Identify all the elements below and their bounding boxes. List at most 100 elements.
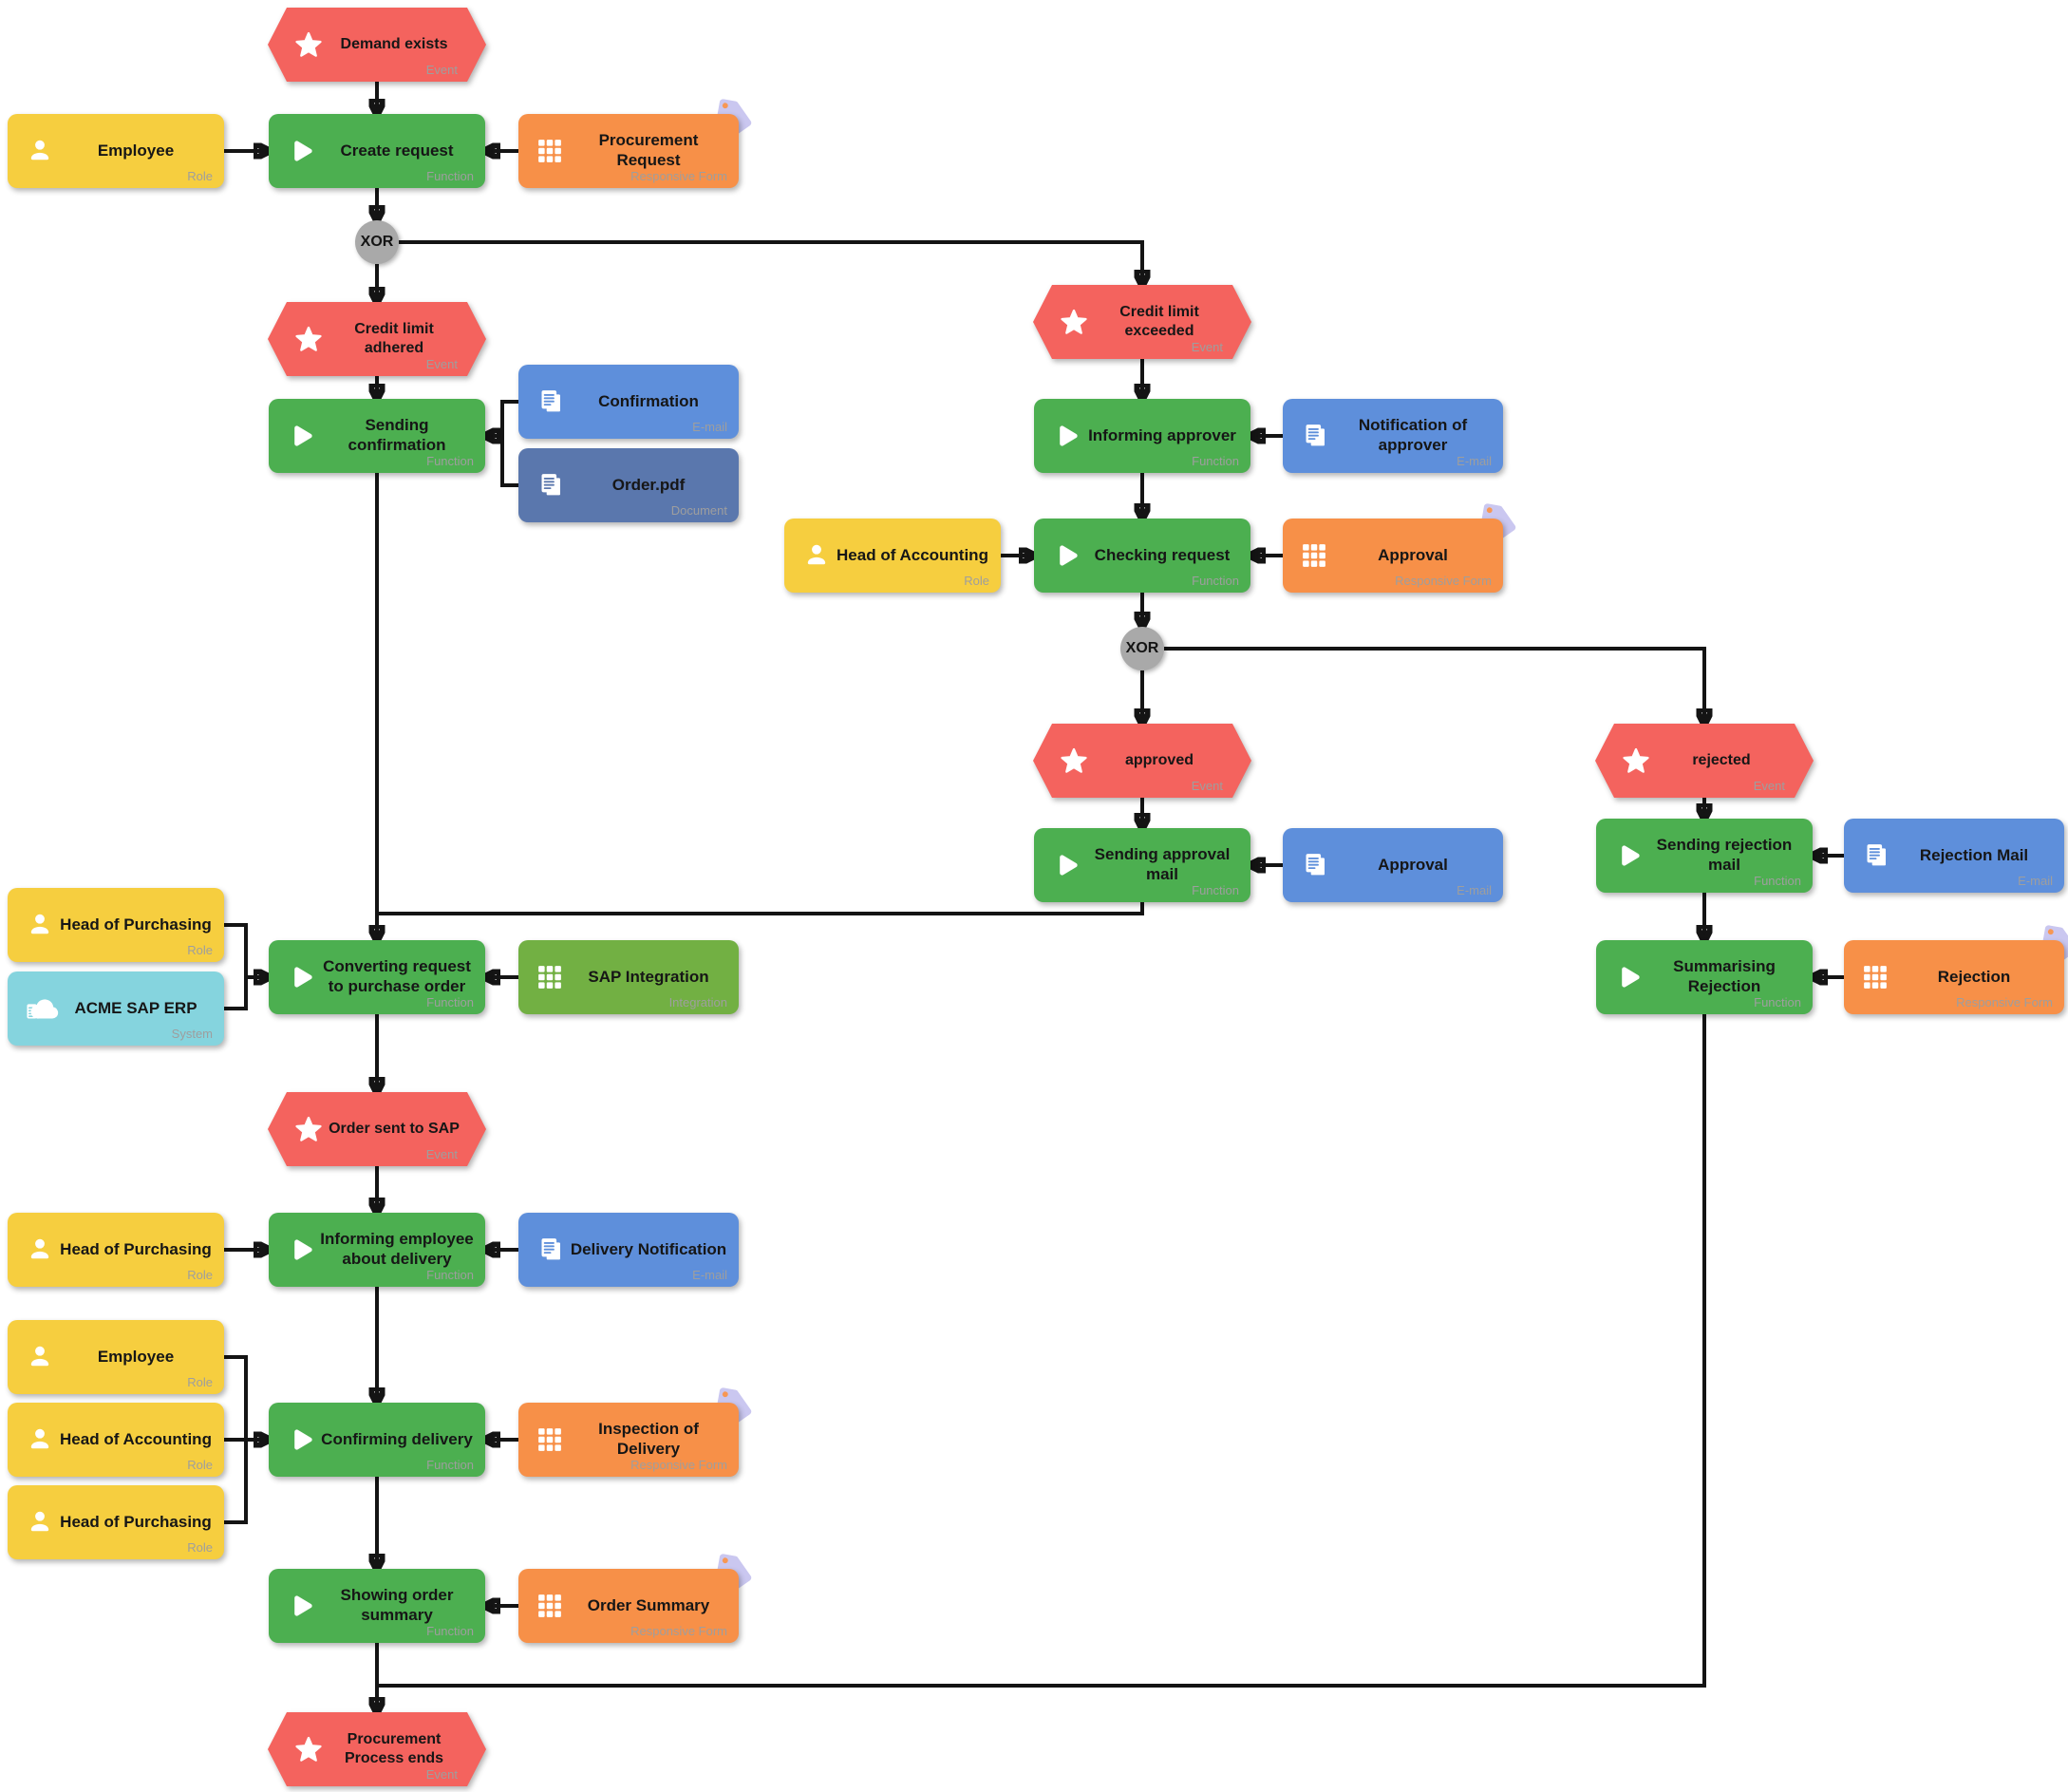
node-type-label: Function xyxy=(1192,883,1239,897)
connector-r7-f10 xyxy=(224,1440,248,1524)
node-type-label: Event xyxy=(425,1147,458,1161)
node-type-label: Role xyxy=(187,1458,213,1472)
integration-sap-integration[interactable]: SAP Integration Integration xyxy=(518,940,739,1014)
node-label: Head of Accounting xyxy=(60,1429,212,1448)
node-type-label: Responsive Form xyxy=(1956,995,2053,1009)
person-icon xyxy=(25,1507,55,1537)
pages-icon xyxy=(1861,839,1893,872)
node-label: ACME SAP ERP xyxy=(74,998,197,1017)
email-approval[interactable]: Approval E-mail xyxy=(1283,828,1503,902)
node-type-label: Function xyxy=(1754,874,1801,888)
form-procurement-request[interactable]: Procurement Request Responsive Form xyxy=(518,114,739,188)
email-rejection-mail[interactable]: Rejection Mail E-mail xyxy=(1844,819,2064,893)
grid-icon xyxy=(1861,963,1889,991)
node-type-label: Event xyxy=(425,63,458,77)
email-delivery-notification[interactable]: Delivery Notification E-mail xyxy=(518,1213,739,1287)
star-icon xyxy=(294,1115,323,1143)
gateway-label: XOR xyxy=(1125,640,1159,656)
node-label: Notification of approver xyxy=(1358,416,1468,454)
node-label: Confirming delivery xyxy=(321,1429,473,1448)
play-icon xyxy=(1613,962,1645,993)
node-type-label: Function xyxy=(1192,574,1239,588)
function-sending-rejection-mail[interactable]: Sending rejection mail Function xyxy=(1596,819,1813,893)
node-label: Order sent to SAP xyxy=(329,1121,460,1138)
node-type-label: Role xyxy=(964,574,989,588)
event-demand-exists[interactable]: Demand exists Event xyxy=(268,8,486,82)
node-type-label: Event xyxy=(1191,340,1223,354)
role-head-of-accounting[interactable]: Head of Accounting Role xyxy=(784,519,1001,593)
role-employee[interactable]: Employee Role xyxy=(8,114,224,188)
cloud-icon xyxy=(25,991,60,1027)
play-icon xyxy=(1051,540,1082,572)
grid-icon xyxy=(536,1425,564,1454)
event-credit-limit-exceeded[interactable]: Credit limit exceeded Event xyxy=(1033,285,1251,359)
play-icon xyxy=(1613,840,1645,872)
play-icon xyxy=(286,1235,317,1266)
function-checking-request[interactable]: Checking request Function xyxy=(1034,519,1250,593)
star-icon xyxy=(1622,746,1650,775)
person-icon xyxy=(25,1235,55,1265)
form-order-summary[interactable]: Order Summary Responsive Form xyxy=(518,1569,739,1643)
node-label: Create request xyxy=(340,141,454,160)
node-label: Head of Purchasing xyxy=(60,1512,212,1531)
role-head-of-purchasing[interactable]: Head of Purchasing Role xyxy=(8,1213,224,1287)
function-summarising-rejection[interactable]: Summarising Rejection Function xyxy=(1596,940,1813,1014)
node-type-label: Function xyxy=(426,169,474,183)
system-acme-sap-erp[interactable]: ACME SAP ERP System xyxy=(8,971,224,1046)
function-informing-employee-about-delivery[interactable]: Informing employee about delivery Functi… xyxy=(269,1213,485,1287)
play-icon xyxy=(286,962,317,993)
xor-gateway[interactable]: XOR xyxy=(1120,627,1164,670)
function-create-request[interactable]: Create request Function xyxy=(269,114,485,188)
email-notification-of-approver[interactable]: Notification of approver E-mail xyxy=(1283,399,1503,473)
node-label: Showing order summary xyxy=(340,1586,454,1624)
node-type-label: Function xyxy=(426,1458,474,1472)
node-type-label: Responsive Form xyxy=(630,169,727,183)
node-label: Order.pdf xyxy=(611,475,686,494)
form-rejection[interactable]: Rejection Responsive Form xyxy=(1844,940,2064,1014)
star-icon xyxy=(294,1735,323,1764)
function-sending-approval-mail[interactable]: Sending approval mail Function xyxy=(1034,828,1250,902)
node-label: Delivery Notification xyxy=(570,1239,727,1258)
connector-f7-e7 xyxy=(377,1014,1706,1688)
function-informing-approver[interactable]: Informing approver Function xyxy=(1034,399,1250,473)
event-approved[interactable]: approved Event xyxy=(1033,724,1251,798)
event-order-sent-to-sap[interactable]: Order sent to SAP Event xyxy=(268,1092,486,1166)
form-approval[interactable]: Approval Responsive Form xyxy=(1283,519,1503,593)
role-employee[interactable]: Employee Role xyxy=(8,1320,224,1394)
play-icon xyxy=(286,136,317,167)
function-converting-request-to-purchase-order[interactable]: Converting request to purchase order Fun… xyxy=(269,940,485,1014)
play-icon xyxy=(286,421,317,452)
function-confirming-delivery[interactable]: Confirming delivery Function xyxy=(269,1403,485,1477)
role-head-of-accounting[interactable]: Head of Accounting Role xyxy=(8,1403,224,1477)
play-icon xyxy=(1051,421,1082,452)
node-label: Employee xyxy=(97,1347,175,1366)
form-inspection-of-delivery[interactable]: Inspection of Delivery Responsive Form xyxy=(518,1403,739,1477)
event-credit-limit-adhered[interactable]: Credit limit adhered Event xyxy=(268,302,486,376)
email-confirmation[interactable]: Confirmation E-mail xyxy=(518,365,739,439)
grid-icon xyxy=(1300,541,1328,570)
role-head-of-purchasing[interactable]: Head of Purchasing Role xyxy=(8,1485,224,1559)
star-icon xyxy=(294,325,323,353)
node-label: Inspection of Delivery xyxy=(598,1420,699,1458)
node-type-label: Document xyxy=(670,503,727,518)
document-order-pdf[interactable]: Order.pdf Document xyxy=(518,448,739,522)
node-label: rejected xyxy=(1692,752,1751,769)
person-icon xyxy=(25,136,55,166)
node-label: Credit limit adhered xyxy=(354,321,434,356)
person-icon xyxy=(25,1342,55,1372)
function-showing-order-summary[interactable]: Showing order summary Function xyxy=(269,1569,485,1643)
event-hexagon: rejected Event xyxy=(1595,724,1814,798)
node-type-label: Function xyxy=(426,454,474,468)
event-rejected[interactable]: rejected Event xyxy=(1595,724,1814,798)
node-type-label: Event xyxy=(1753,779,1785,793)
node-type-label: Role xyxy=(187,1375,213,1389)
role-head-of-purchasing[interactable]: Head of Purchasing Role xyxy=(8,888,224,962)
event-hexagon: approved Event xyxy=(1033,724,1251,798)
node-type-label: E-mail xyxy=(2018,874,2053,888)
xor-gateway[interactable]: XOR xyxy=(355,220,399,264)
node-type-label: Role xyxy=(187,169,213,183)
connector-x2-e5 xyxy=(1164,647,1704,724)
event-procurement-process-ends[interactable]: Procurement Process ends Event xyxy=(268,1712,486,1786)
function-sending-confirmation[interactable]: Sending confirmation Function xyxy=(269,399,485,473)
